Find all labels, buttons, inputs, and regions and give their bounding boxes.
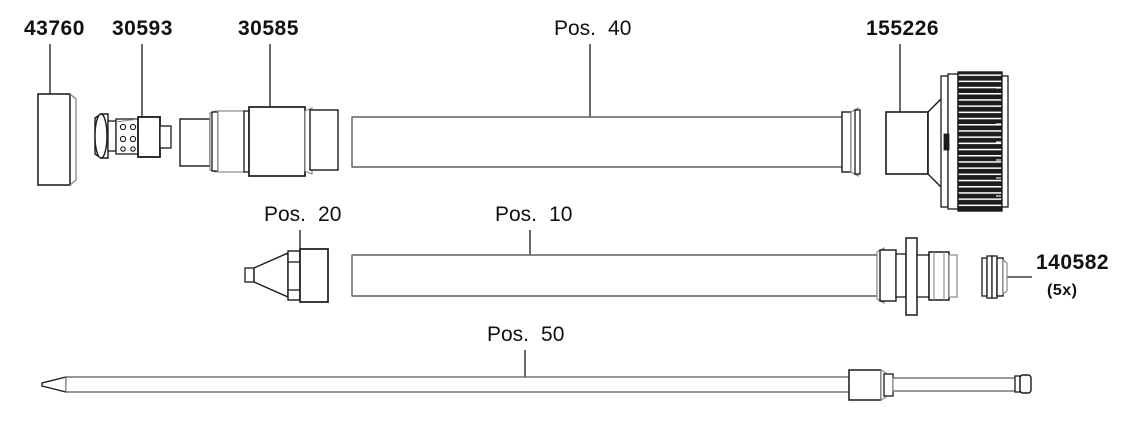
part-30593-shape: [94, 113, 172, 159]
part-label-30593: 30593: [112, 17, 173, 40]
pos-label-40-num: 40: [608, 17, 632, 40]
pos-label-10-word: Pos.: [495, 203, 538, 226]
pos-label-20-num: 20: [318, 203, 342, 226]
pos-label-40-word: Pos.: [554, 17, 597, 40]
pos-label-50-num: 50: [541, 323, 565, 346]
pos-label-20-word: Pos.: [264, 203, 307, 226]
part-label-140582-qty: (5x): [1047, 282, 1078, 299]
pos-label-40: Pos. 40: [554, 18, 631, 39]
pos-label-10-num: 10: [549, 203, 573, 226]
part-pos50-shape: [41, 368, 1032, 402]
part-label-30585: 30585: [238, 17, 299, 40]
part-pos10-shape: [351, 237, 958, 316]
pos-label-10: Pos. 10: [495, 204, 572, 225]
part-pos40-shape: [351, 106, 861, 178]
pos-label-20: Pos. 20: [264, 204, 341, 225]
part-140582-shape: [981, 255, 1008, 299]
part-155226-shape: [885, 71, 1009, 212]
part-43760-shape: [37, 93, 77, 186]
pos-label-50-word: Pos.: [487, 323, 530, 346]
pos-label-50: Pos. 50: [487, 324, 564, 345]
part-pos20-shape: [244, 248, 329, 303]
part-label-155226: 155226: [866, 17, 940, 40]
part-label-140582: 140582: [1036, 251, 1110, 274]
part-label-43760: 43760: [24, 17, 85, 40]
part-30585-shape: [179, 106, 339, 177]
